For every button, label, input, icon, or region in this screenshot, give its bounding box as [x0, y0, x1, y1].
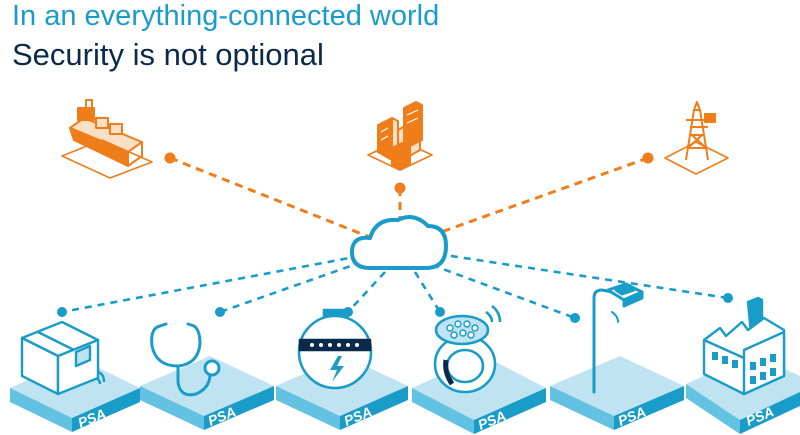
connector-factory [437, 252, 729, 300]
headline-line-2: Security is not optional [12, 37, 324, 72]
connector-parcel [61, 254, 361, 314]
ship-icon [61, 99, 153, 179]
connector-power-tower [429, 156, 649, 238]
connector-meter [347, 271, 386, 313]
bottom-connectors [61, 252, 729, 320]
utility-meter-icon [297, 308, 373, 390]
connector-ring [413, 271, 442, 313]
top-connector-dots [164, 152, 654, 194]
connector-street-light [431, 263, 576, 320]
cloud-icon [350, 215, 448, 270]
street-light-icon [592, 282, 644, 394]
headline-line-1: In an everything-connected world [12, 0, 440, 32]
buildings-icon [367, 101, 433, 171]
factory-icon [702, 296, 786, 396]
connector-ship [169, 156, 373, 240]
bottom-connector-dots [57, 293, 733, 323]
smart-ring-icon [433, 304, 502, 394]
psa-platform-1: PSA [10, 358, 140, 432]
parcel-box-icon [20, 320, 106, 396]
power-tower-icon [664, 101, 729, 175]
stethoscope-icon [150, 322, 221, 397]
psa-platform-5: PSA [550, 356, 684, 430]
